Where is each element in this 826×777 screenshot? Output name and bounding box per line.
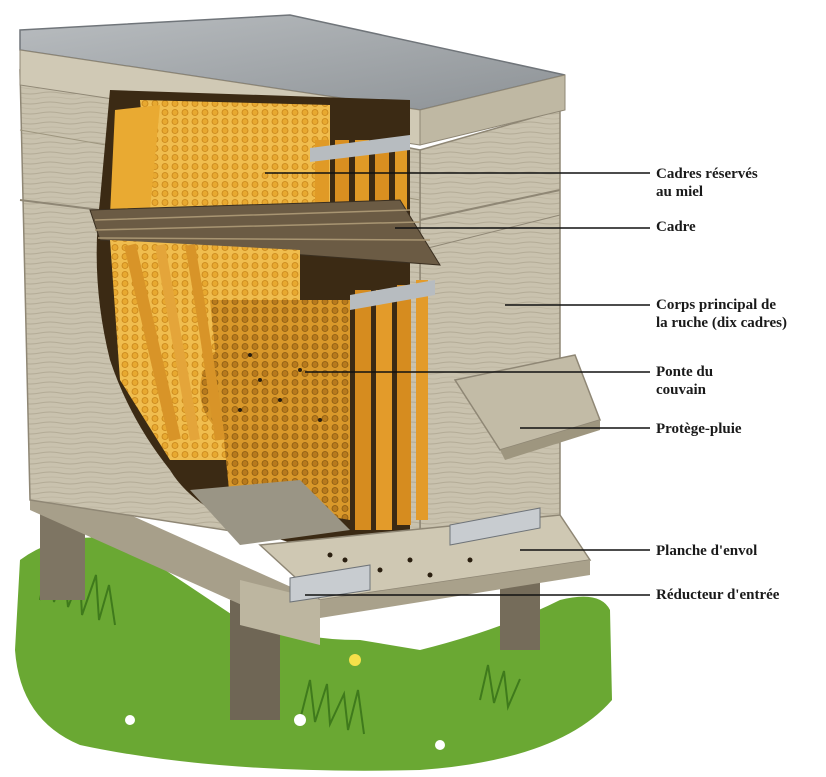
label-reducteur-entree: Réducteur d'entrée <box>656 586 779 604</box>
label-corps-line1: Corps principal de <box>656 296 787 314</box>
label-cadre: Cadre <box>656 218 696 236</box>
label-ponte-line1: Ponte du <box>656 363 713 381</box>
label-corps-line2: la ruche (dix cadres) <box>656 314 787 332</box>
label-planche-text: Planche d'envol <box>656 542 757 560</box>
label-protege-text: Protège-pluie <box>656 420 742 438</box>
label-cadres-miel-line2: au miel <box>656 183 758 201</box>
label-cadres-miel: Cadres réservés au miel <box>656 165 758 201</box>
label-planche-envol: Planche d'envol <box>656 542 757 560</box>
label-cadre-text: Cadre <box>656 218 696 236</box>
label-ponte-couvain: Ponte du couvain <box>656 363 713 399</box>
label-cadres-miel-line1: Cadres réservés <box>656 165 758 183</box>
label-reducteur-text: Réducteur d'entrée <box>656 586 779 604</box>
label-ponte-line2: couvain <box>656 381 713 399</box>
label-protege-pluie: Protège-pluie <box>656 420 742 438</box>
label-corps-principal: Corps principal de la ruche (dix cadres) <box>656 296 787 332</box>
